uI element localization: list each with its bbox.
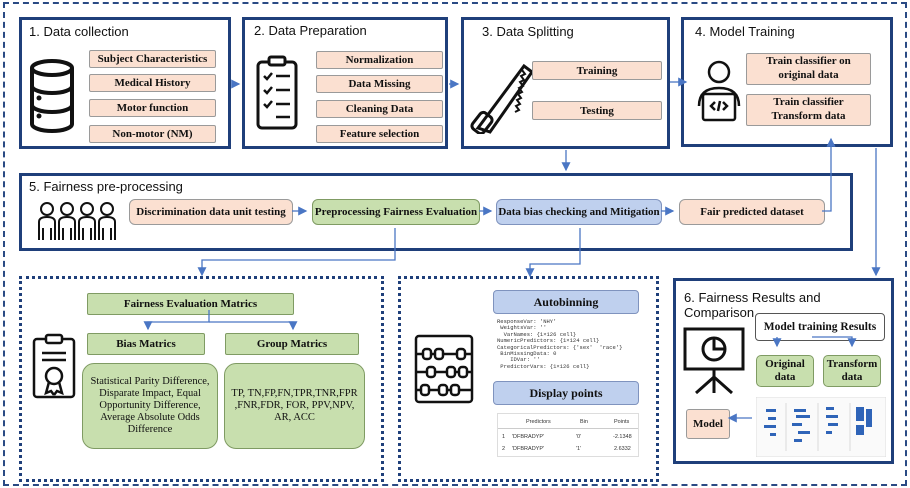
panel-fairness-preprocessing: 5. Fairness pre-processing Discriminatio… bbox=[19, 173, 853, 251]
item-data-missing: Data Missing bbox=[316, 75, 443, 93]
item-non-motor: Non-motor (NM) bbox=[89, 125, 216, 143]
transform-data-label: Transform data bbox=[823, 355, 881, 387]
panel-title: 2. Data Preparation bbox=[254, 23, 367, 38]
abacus-icon bbox=[414, 334, 474, 404]
row2-index: 2 bbox=[502, 446, 506, 452]
database-icon bbox=[30, 59, 74, 133]
item-cleaning-data: Cleaning Data bbox=[316, 100, 443, 118]
panel-data-collection: 1. Data collection Subject Characteristi… bbox=[19, 17, 231, 149]
row1-points: -2.1348 bbox=[613, 434, 632, 440]
panel-title: 4. Model Training bbox=[695, 24, 795, 39]
metrics-title: Fairness Evaluation Matrics bbox=[87, 293, 294, 315]
certificate-icon bbox=[32, 333, 76, 399]
item-normalization: Normalization bbox=[316, 51, 443, 69]
presentation-icon bbox=[683, 327, 745, 395]
checklist-icon bbox=[256, 55, 298, 130]
row1-bin: '0' bbox=[576, 434, 582, 440]
item-feature-selection: Feature selection bbox=[316, 125, 443, 143]
outer-frame bbox=[3, 2, 907, 486]
row2-bin: '1' bbox=[576, 446, 582, 452]
display-points-title: Display points bbox=[493, 381, 639, 405]
panel-title: 1. Data collection bbox=[29, 24, 129, 39]
col-predictors: Predictors bbox=[526, 419, 551, 425]
developer-icon bbox=[697, 60, 741, 122]
item-training: Training bbox=[532, 61, 662, 80]
model-box: Model bbox=[686, 409, 730, 439]
panel-data-preparation: 2. Data Preparation Normalization Data M… bbox=[242, 17, 448, 149]
row1-index: 1 bbox=[502, 434, 506, 440]
row2-points: 2.6332 bbox=[614, 446, 631, 452]
panel-fairness-metrics: Fairness Evaluation Matrics Bias Matrics… bbox=[19, 276, 384, 482]
saw-icon bbox=[470, 63, 535, 134]
autobinning-title: Autobinning bbox=[493, 290, 639, 314]
row2-predictor: 'DFBRADYP' bbox=[512, 446, 545, 452]
step-discrimination-testing: Discrimination data unit testing bbox=[129, 199, 293, 225]
bias-metrics-title: Bias Matrics bbox=[87, 333, 205, 355]
item-medical-history: Medical History bbox=[89, 74, 216, 92]
model-results-label: Model training Results bbox=[755, 313, 885, 341]
item-motor-function: Motor function bbox=[89, 99, 216, 117]
panel-data-splitting: 3. Data Splitting Training Testing bbox=[461, 17, 670, 149]
col-points: Points bbox=[614, 419, 630, 425]
people-group-icon bbox=[38, 202, 116, 240]
step-bias-mitigation: Data bias checking and Mitigation bbox=[496, 199, 662, 225]
results-bar-charts bbox=[756, 397, 886, 457]
panel-binning: Autobinning ResponseVar: 'NHY' WeightsVa… bbox=[398, 276, 659, 482]
bias-metrics-list: Statistical Parity Difference, Disparate… bbox=[82, 363, 218, 449]
panel-title: 3. Data Splitting bbox=[482, 24, 574, 39]
step-fairness-evaluation: Preprocessing Fairness Evaluation bbox=[312, 199, 480, 225]
item-train-transform: Train classifier Transform data bbox=[746, 94, 871, 126]
panel-title: 5. Fairness pre-processing bbox=[29, 179, 183, 194]
step-fair-dataset: Fair predicted dataset bbox=[679, 199, 825, 225]
item-testing: Testing bbox=[532, 101, 662, 120]
autobinning-output: ResponseVar: 'NHY' WeightsVar: '' VarNam… bbox=[497, 318, 623, 370]
group-metrics-list: TP, TN,FP,FN,TPR,TNR,FPR ,FNR,FDR, FOR, … bbox=[224, 363, 365, 449]
item-train-original: Train classifier on original data bbox=[746, 53, 871, 85]
col-bin: Bin bbox=[580, 419, 588, 425]
panel-title: 6. Fairness Results and Comparison bbox=[684, 290, 821, 320]
panel-model-training: 4. Model Training Train classifier on or… bbox=[681, 17, 893, 147]
group-metrics-title: Group Matrics bbox=[225, 333, 359, 355]
display-points-table: Predictors Bin Points 1 'DFBRADYP' '0' -… bbox=[497, 413, 639, 457]
panel-fairness-results: 6. Fairness Results and Comparison Model… bbox=[673, 278, 894, 464]
item-subject-characteristics: Subject Characteristics bbox=[89, 50, 216, 68]
original-data-label: Original data bbox=[756, 355, 814, 387]
row1-predictor: 'DFBRADYP' bbox=[512, 434, 545, 440]
